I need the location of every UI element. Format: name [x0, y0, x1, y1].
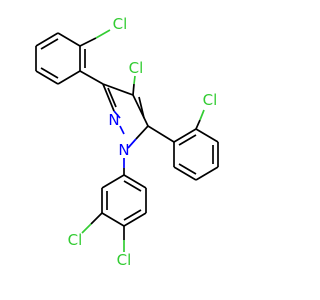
bond: [113, 110, 121, 119]
bond: [123, 209, 142, 221]
bond: [57, 70, 81, 85]
bond: [119, 125, 125, 135]
bond: [178, 134, 197, 146]
bond: [40, 67, 59, 79]
bond: [35, 32, 59, 47]
nitrogen-atom-label: N: [108, 111, 119, 129]
bond: [135, 125, 149, 140]
bond: [102, 83, 134, 96]
bond: [195, 119, 201, 130]
bond: [81, 223, 92, 234]
bond: [57, 32, 81, 47]
bond: [195, 166, 219, 181]
nitrogen-atom-label: N: [118, 141, 129, 159]
bond: [102, 83, 115, 112]
chlorine-atom-label: Cl: [113, 15, 128, 33]
bond: [127, 138, 137, 149]
bond: [173, 166, 197, 181]
chlorine-atom-label: Cl: [203, 91, 218, 109]
chemical-structure-diagram: Cl Cl Cl N N Cl Cl: [35, 15, 219, 269]
bond: [132, 94, 149, 127]
bond: [107, 87, 117, 108]
bond: [123, 212, 147, 227]
bond: [79, 70, 104, 85]
bond: [90, 212, 103, 225]
bond: [101, 174, 125, 189]
chlorine-atom-label: Cl: [129, 59, 144, 77]
bond: [123, 174, 147, 189]
bond-lines: [35, 29, 219, 252]
bond: [199, 109, 205, 121]
chlorine-atom-label: Cl: [117, 251, 132, 269]
bond: [101, 212, 125, 227]
bond: [147, 125, 175, 143]
bond: [132, 83, 135, 96]
bond: [133, 75, 136, 85]
bond: [195, 128, 219, 143]
bond: [35, 70, 59, 85]
bond: [40, 38, 59, 50]
bond: [95, 29, 111, 39]
atom-labels: Cl Cl Cl N N Cl Cl: [68, 15, 218, 269]
bond: [123, 180, 142, 192]
bond: [173, 128, 197, 143]
chlorine-atom-label: Cl: [68, 231, 83, 249]
bond: [178, 163, 197, 175]
bond: [138, 96, 145, 119]
bond: [79, 37, 97, 47]
